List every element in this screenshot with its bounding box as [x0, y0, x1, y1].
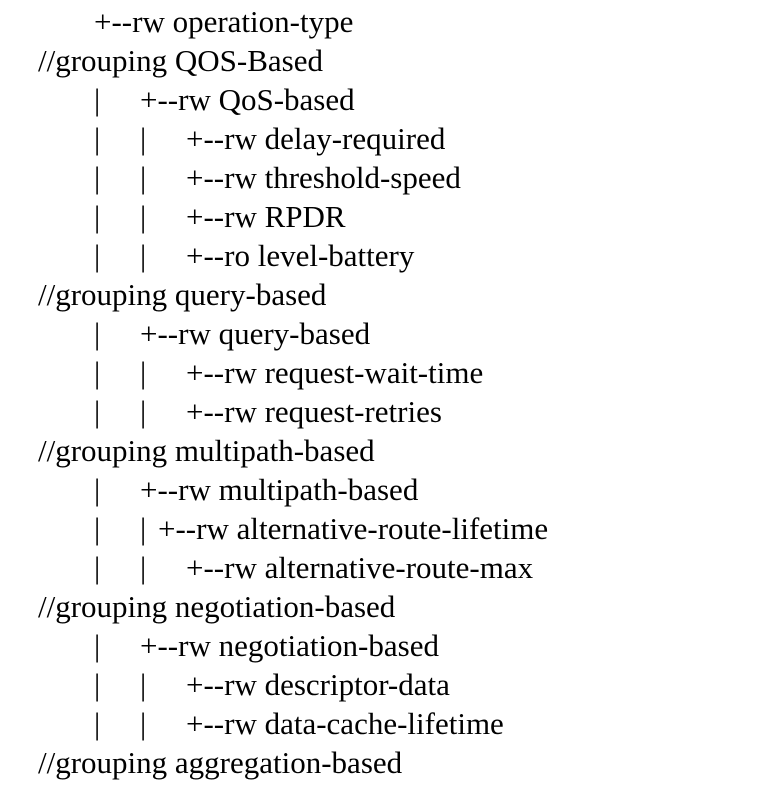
tree-branch-bar: |	[94, 199, 101, 234]
tree-branch-bar: |	[94, 160, 101, 195]
tree-node-line: | +--rw query-based	[0, 314, 768, 353]
tree-branch-bar: |	[94, 511, 101, 546]
grouping-label: //grouping QOS-Based	[38, 43, 324, 78]
tree-branch-bar: |	[140, 355, 147, 390]
tree-branch-bar: |	[94, 394, 101, 429]
tree-node-line: | | +--rw descriptor-data	[0, 665, 768, 704]
tree-branch-bar: |	[94, 355, 101, 390]
node-label: +--rw multipath-based	[140, 472, 419, 507]
tree-branch-bar: |	[140, 394, 147, 429]
tree-branch-bar: |	[140, 121, 147, 156]
grouping-header-line: //grouping QOS-Based	[0, 41, 768, 80]
tree-branch-bar: |	[94, 316, 101, 351]
tree-branch-bar: |	[140, 199, 147, 234]
grouping-header-line: //grouping query-based	[0, 275, 768, 314]
tree-branch-bar: |	[94, 706, 101, 741]
grouping-label: //grouping query-based	[38, 277, 327, 312]
grouping-label: //grouping aggregation-based	[38, 745, 403, 780]
tree-branch-bar: |	[140, 160, 147, 195]
grouping-header-line: //grouping negotiation-based	[0, 587, 768, 626]
tree-node-line: | | +--rw threshold-speed	[0, 158, 768, 197]
tree-node-line: | | +--ro level-battery	[0, 236, 768, 275]
tree-branch-bar: |	[140, 511, 147, 546]
tree-branch-bar: |	[94, 238, 101, 273]
grouping-header-line: //grouping aggregation-based	[0, 743, 768, 782]
node-label: +--rw descriptor-data	[186, 667, 450, 702]
tree-node-line: | | +--rw request-retries	[0, 392, 768, 431]
grouping-label: //grouping negotiation-based	[38, 589, 396, 624]
tree-node-line: | | +--rw request-wait-time	[0, 353, 768, 392]
tree-branch-bar: |	[94, 667, 101, 702]
node-label: +--rw request-retries	[186, 394, 442, 429]
tree-branch-bar: |	[140, 667, 147, 702]
node-label: +--rw negotiation-based	[140, 628, 439, 663]
tree-node-line: | | +--rw RPDR	[0, 197, 768, 236]
tree-branch-bar: |	[94, 121, 101, 156]
node-label: +--rw request-wait-time	[186, 355, 484, 390]
tree-node-line: | | +--rw alternative-route-max	[0, 548, 768, 587]
node-label: +--rw RPDR	[186, 199, 346, 234]
node-label: +--rw QoS-based	[140, 82, 355, 117]
node-label: +--rw alternative-route-max	[186, 550, 534, 585]
tree-branch-bar: |	[140, 238, 147, 273]
tree-node-line: | +--rw multipath-based	[0, 470, 768, 509]
tree-node-line: | | +--rw delay-required	[0, 119, 768, 158]
tree-branch-bar: |	[94, 628, 101, 663]
tree-node-line: | | +--rw data-cache-lifetime	[0, 704, 768, 743]
tree-node-line: | +--rw negotiation-based	[0, 626, 768, 665]
tree-branch-bar: |	[140, 550, 147, 585]
node-label: +--rw delay-required	[186, 121, 446, 156]
tree-branch-bar: |	[94, 82, 101, 117]
tree-branch-bar: |	[140, 706, 147, 741]
tree-node-line: | | +--rw alternative-route-lifetime	[0, 509, 768, 548]
grouping-header-line: //grouping multipath-based	[0, 431, 768, 470]
node-label: +--rw query-based	[140, 316, 371, 351]
tree-node-line: +--rw operation-type	[0, 2, 768, 41]
tree-node-line: | +--rw QoS-based	[0, 80, 768, 119]
grouping-label: //grouping multipath-based	[38, 433, 375, 468]
tree-branch-bar: |	[94, 550, 101, 585]
node-label: +--ro level-battery	[186, 238, 415, 273]
node-label: +--rw operation-type	[94, 4, 354, 39]
node-label: +--rw data-cache-lifetime	[186, 706, 504, 741]
node-label: +--rw alternative-route-lifetime	[158, 511, 549, 546]
tree-branch-bar: |	[94, 472, 101, 507]
node-label: +--rw threshold-speed	[186, 160, 461, 195]
